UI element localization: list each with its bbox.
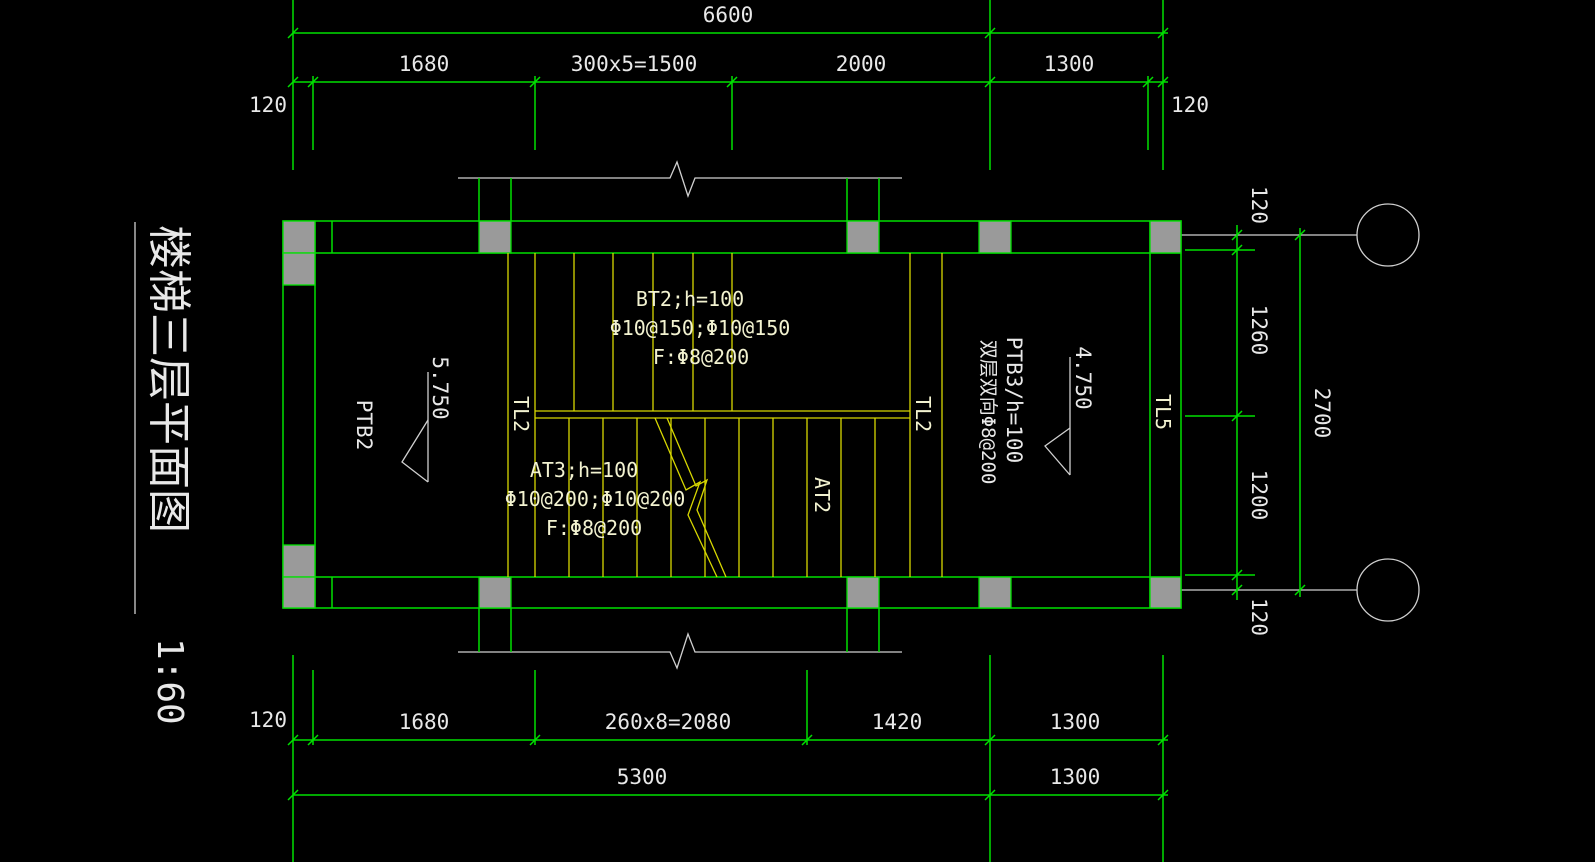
dim-right-2700: 2700: [1310, 388, 1334, 439]
label-at3-name: AT3;h=100: [530, 458, 638, 482]
drawing-title: 楼梯三层平面图: [143, 225, 194, 533]
label-tl2-left: TL2: [509, 396, 533, 432]
label-tl5: TL5: [1151, 394, 1175, 430]
axis-bubble-top: [1356, 203, 1420, 267]
dim-right-1260: 1260: [1247, 305, 1271, 356]
column: [978, 576, 1012, 609]
column: [282, 576, 316, 609]
dim-bot-2080: 260x8=2080: [605, 710, 731, 734]
dim-top-total: 6600: [703, 3, 754, 27]
dim-bot-1420: 1420: [872, 710, 923, 734]
dim-right-120-bot: 120: [1247, 598, 1271, 636]
dim-top-1300: 1300: [1044, 52, 1095, 76]
dim-top-2000: 2000: [836, 52, 887, 76]
label-elev-left: 5.750: [428, 356, 452, 419]
right-dimensions: 120 1260 1200 120 2700: [1175, 186, 1420, 636]
dim-right-120-top: 120: [1247, 186, 1271, 224]
plan-labels: BT2;h=100 Φ10@150;Φ10@150 F:Φ8@200 AT3;h…: [352, 287, 1175, 540]
dim-top-1680: 1680: [399, 52, 450, 76]
column: [846, 576, 880, 609]
column: [282, 252, 316, 286]
dim-right-1200: 1200: [1247, 470, 1271, 521]
top-dimensions: 6600 1680 300x5=1500 2000 1300 120 120: [249, 0, 1209, 170]
column: [282, 220, 316, 254]
label-tl2-right: TL2: [911, 396, 935, 432]
dim-top-1500: 300x5=1500: [571, 52, 697, 76]
column: [846, 220, 880, 254]
column: [282, 544, 316, 578]
dim-bot-1680: 1680: [399, 710, 450, 734]
label-at3-dist: F:Φ8@200: [546, 516, 642, 540]
label-bt2-name: BT2;h=100: [636, 287, 744, 311]
drawing-scale: 1:60: [149, 638, 190, 725]
column: [978, 220, 1012, 254]
column: [478, 220, 512, 254]
dim-bot-left-120: 120: [249, 708, 287, 732]
label-at3-rebar: Φ10@200;Φ10@200: [505, 487, 686, 511]
dim-top-left-120: 120: [249, 93, 287, 117]
drawing-title-block: 楼梯三层平面图 1:60: [134, 222, 194, 725]
column: [1149, 220, 1182, 254]
label-elev-right: 4.750: [1071, 346, 1095, 409]
column: [478, 576, 512, 609]
label-ptb2: PTB2: [352, 400, 376, 451]
stair-plan: [282, 160, 1182, 670]
label-bt2-rebar: Φ10@150;Φ10@150: [610, 316, 791, 340]
label-ptb3-rebar: 双层双向Φ8@200: [977, 340, 999, 485]
axis-bubble-bottom: [1356, 558, 1420, 622]
dim-top-right-120: 120: [1171, 93, 1209, 117]
dim-bot-1300: 1300: [1050, 710, 1101, 734]
label-bt2-dist: F:Φ8@200: [653, 345, 749, 369]
column: [1149, 576, 1182, 609]
dim-bot-total-1300: 1300: [1050, 765, 1101, 789]
label-at2: AT2: [810, 477, 834, 513]
dim-bot-total-5300: 5300: [617, 765, 668, 789]
label-ptb3: PTB3/h=100: [1002, 337, 1026, 463]
bottom-dimensions: 120 1680 260x8=2080 1420 1300 5300 1300: [249, 655, 1169, 862]
